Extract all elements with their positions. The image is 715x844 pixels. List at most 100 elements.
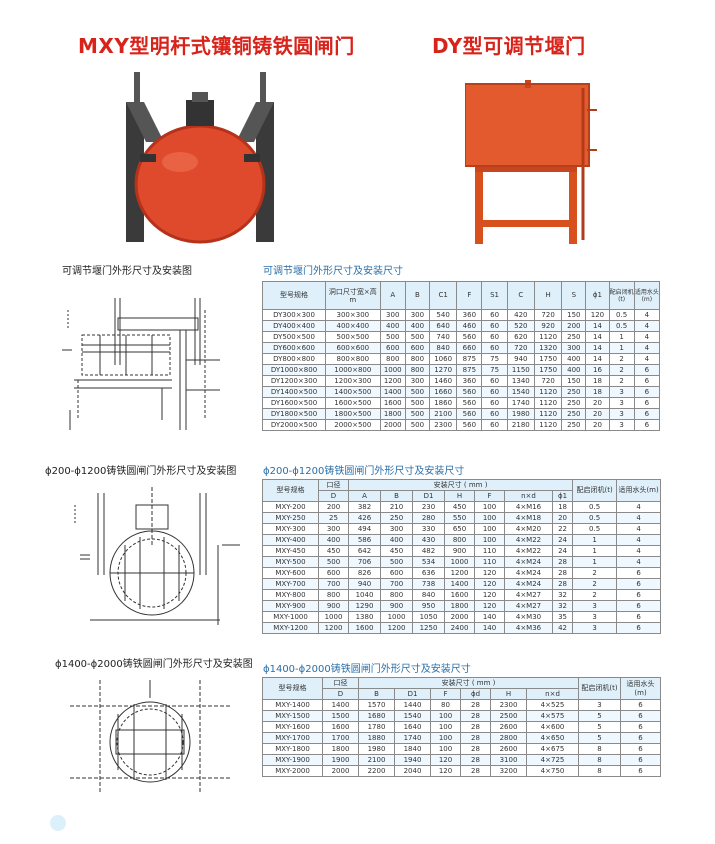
table-cell: 4×525	[525, 699, 580, 711]
table-cell: 494	[348, 523, 381, 535]
table-cell: 1740	[394, 732, 431, 744]
table-cell: 620	[506, 331, 535, 343]
table-cell: 1600	[348, 622, 381, 634]
table-cell: 4×600	[525, 721, 580, 733]
table-cell: 75	[481, 364, 508, 376]
table-cell: 1000×800	[325, 364, 381, 376]
table-cell: 60	[481, 331, 508, 343]
table-cell: 1	[572, 534, 618, 546]
table-cell: 1000	[380, 611, 413, 623]
table-cell: 2180	[506, 419, 535, 431]
header-cell: H	[533, 281, 563, 310]
table-cell: 950	[412, 600, 445, 612]
table-cell: 60	[481, 342, 508, 354]
table-cell: 140	[474, 611, 505, 623]
table-cell: 1750	[533, 353, 563, 365]
table-cell: 482	[412, 545, 445, 557]
table-cell: 1120	[533, 397, 563, 409]
table-cell: MXY-1700	[262, 732, 323, 744]
table-cell: 2000	[379, 419, 406, 431]
weir-table-title: 可调节堰门外形尺寸及安装尺寸	[263, 266, 403, 277]
table-cell: 1940	[394, 754, 431, 766]
table-cell: 210	[380, 501, 413, 513]
table-cell: 720	[533, 375, 563, 387]
large-circular-gate-drawing	[70, 680, 230, 793]
table-cell: 3	[572, 600, 618, 612]
table-cell: 4×675	[525, 743, 580, 755]
subheader-cell: n×d	[504, 490, 553, 502]
table-cell: 4	[633, 353, 661, 365]
table-cell: MXY-400	[262, 534, 319, 546]
table-cell: 3	[608, 408, 635, 420]
table-cell: 1290	[348, 600, 381, 612]
table-cell: 560	[456, 386, 483, 398]
table-cell: 360	[456, 375, 483, 387]
table-cell: 1120	[533, 386, 563, 398]
header-cell: 口径	[318, 479, 349, 491]
table-cell: 16	[585, 364, 610, 376]
table-cell: 20	[551, 512, 574, 524]
table-cell: 28	[460, 732, 491, 744]
subheader-cell: A	[348, 490, 381, 502]
table-cell: 500	[404, 397, 430, 409]
table-cell: DY1800×500	[261, 408, 327, 420]
table-cell: DY400×400	[261, 320, 327, 332]
table-cell: 0.5	[572, 512, 618, 524]
table-cell: 840	[412, 589, 445, 601]
table-cell: 1600×500	[325, 397, 381, 409]
table-cell: 4×750	[525, 765, 580, 777]
large-circular-drawing-title: ϕ1400-ϕ2000铸铁圆闸门外形尺寸及安装图	[55, 659, 253, 670]
circular-gate-drawing	[74, 487, 240, 625]
table-cell: 28	[460, 721, 491, 733]
table-cell: 1000	[379, 364, 406, 376]
table-cell: 100	[474, 501, 505, 513]
weir-gate-photo	[465, 80, 597, 244]
table-cell: 1	[572, 545, 618, 557]
subheader-cell: F	[430, 688, 461, 700]
table-cell: 1380	[348, 611, 381, 623]
table-cell: 800	[380, 589, 413, 601]
table-cell: 3	[608, 419, 635, 431]
table-cell: 6	[620, 721, 662, 733]
table-cell: 2400	[444, 622, 475, 634]
table-cell: 4×M24	[504, 567, 553, 579]
title-circular-gate: MXY型明杆式镶铜铸铁圆闸门	[78, 34, 355, 58]
table-cell: 6	[620, 765, 662, 777]
header-cell: B	[404, 281, 430, 310]
table-cell: 500	[318, 556, 349, 568]
table-cell: 14	[585, 331, 610, 343]
table-cell: 60	[481, 320, 508, 332]
table-cell: DY600×600	[261, 342, 327, 354]
table-cell: 6	[633, 408, 661, 420]
table-cell: 1200×300	[325, 375, 381, 387]
table-cell: 250	[561, 419, 587, 431]
table-cell: 100	[430, 710, 461, 722]
table-cell: MXY-1800	[262, 743, 323, 755]
table-cell: 20	[585, 397, 610, 409]
table-cell: 426	[348, 512, 381, 524]
circular-drawing-title: ϕ200-ϕ1200铸铁圆闸门外形尺寸及安装图	[45, 466, 237, 477]
table-cell: 1320	[533, 342, 563, 354]
table-cell: 250	[561, 386, 587, 398]
table-cell: 3	[572, 622, 618, 634]
table-cell: 6	[616, 600, 662, 612]
table-cell: 900	[380, 600, 413, 612]
table-cell: 1780	[358, 721, 395, 733]
table-cell: 1640	[394, 721, 431, 733]
header-cell: 型号规格	[262, 479, 319, 502]
table-cell: 600	[379, 342, 406, 354]
table-cell: 1440	[394, 699, 431, 711]
table-cell: MXY-300	[262, 523, 319, 535]
table-cell: 2	[572, 578, 618, 590]
table-cell: 2800	[490, 732, 527, 744]
table-cell: 4	[616, 501, 662, 513]
table-cell: 400×400	[325, 320, 381, 332]
